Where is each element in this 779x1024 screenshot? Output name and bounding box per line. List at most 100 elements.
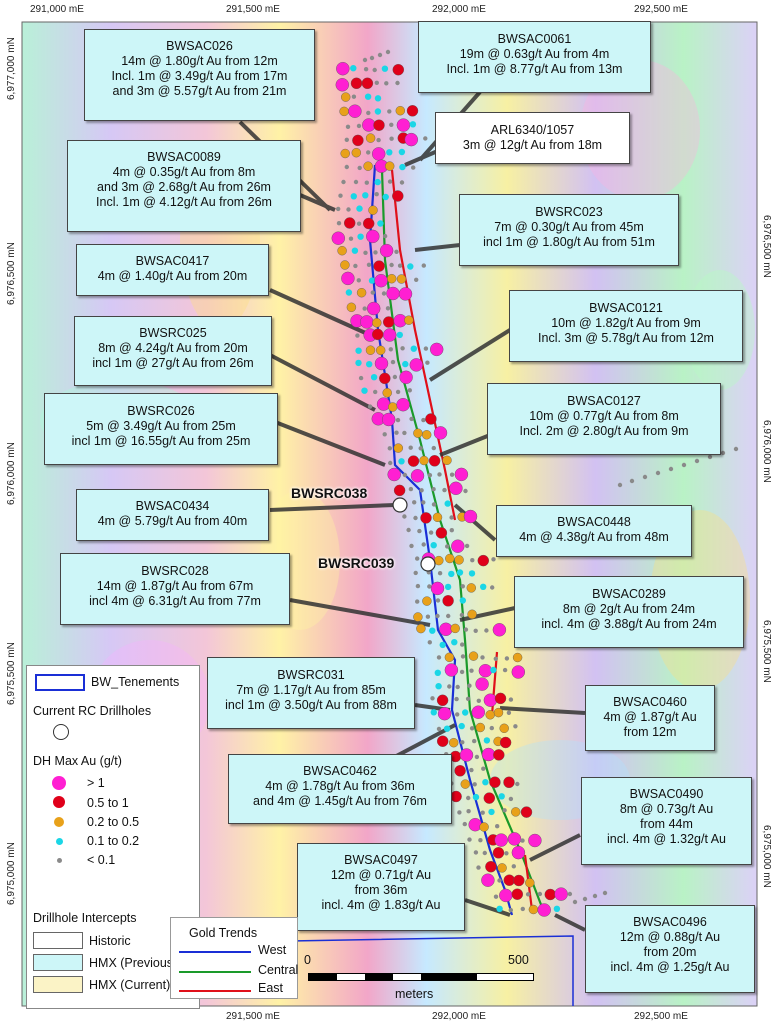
drillhole-dot — [366, 361, 373, 368]
drillhole-dot — [495, 824, 500, 829]
drillhole-dot — [398, 458, 405, 465]
drillhole-dot — [481, 766, 486, 771]
drillhole-dot — [353, 263, 358, 269]
drillhole-dot — [427, 584, 432, 589]
drillhole-dot — [480, 655, 485, 660]
drillhole-dot — [544, 888, 556, 901]
drillhole-dot — [504, 656, 510, 661]
drillhole-dot — [389, 136, 394, 141]
drillhole-dot — [386, 149, 393, 156]
drillhole-dot — [444, 652, 455, 662]
callout-bwsac0496: BWSAC0496 12m @ 0.88g/t Au from 20m incl… — [585, 905, 755, 993]
drillhole-dot — [396, 331, 403, 339]
drillhole-dot — [365, 133, 376, 143]
callout-bwsac0448: BWSAC0448 4m @ 4.38g/t Au from 48m — [496, 505, 692, 557]
legend-current-rc-title: Current RC Drillholes — [33, 704, 152, 718]
drillhole-dot — [466, 809, 471, 814]
drillhole-dot — [511, 807, 521, 817]
drillhole-dot — [379, 243, 394, 258]
drillhole-dot — [447, 684, 452, 689]
drillhole-dot — [363, 161, 373, 171]
drillhole-dot — [356, 123, 362, 129]
legend-dot-lt01 — [57, 858, 62, 863]
drillhole-dot — [467, 837, 472, 842]
drillhole-dot — [399, 370, 413, 384]
legend-label-lt01: < 0.1 — [87, 853, 116, 867]
drillhole-dot — [415, 583, 421, 589]
drillhole-dot — [442, 595, 454, 607]
drillhole-dot — [528, 904, 539, 915]
drillhole-dot — [508, 796, 514, 802]
callout-bwsrc026: BWSRC026 5m @ 3.49g/t Au from 25m incl 1… — [44, 393, 278, 465]
drillhole-dot — [491, 557, 496, 562]
drillhole-dot — [494, 692, 507, 705]
drillhole-dot — [374, 274, 388, 288]
drillhole-dot — [419, 455, 429, 466]
drillhole-dot — [464, 543, 470, 549]
drillhole-dot — [358, 375, 364, 381]
drillhole-dot — [480, 810, 485, 815]
drillhole-dot — [469, 668, 474, 673]
drillhole-dot — [454, 467, 469, 482]
outlier-holes — [362, 49, 739, 905]
drillhole-dot — [437, 472, 442, 477]
tick-bottom-3: 292,500 mE — [634, 1011, 688, 1022]
tick-top-3: 292,000 mE — [432, 4, 486, 15]
drillhole-dot — [435, 598, 441, 603]
drillhole-dot — [386, 286, 400, 301]
drillhole-dot — [362, 192, 369, 199]
drillhole-dot — [433, 426, 448, 440]
tick-left-3: 6,976,000 mN — [6, 442, 17, 505]
drillhole-dot — [335, 78, 349, 92]
drillhole-dot — [444, 663, 459, 677]
drillhole-dot — [341, 179, 346, 185]
gold-trends-legend: Gold Trends West Central East — [170, 917, 298, 999]
drillhole-dot — [385, 161, 395, 171]
drillhole-dot — [415, 556, 420, 561]
trend-east-label: East — [258, 981, 284, 995]
drillhole-dot — [352, 134, 364, 147]
drillhole-dot — [361, 387, 368, 394]
drillhole-dot — [528, 833, 542, 848]
drillhole-dot — [392, 63, 404, 76]
drillhole-dot — [356, 221, 362, 226]
drillhole-dot — [374, 108, 382, 115]
drillhole-dot — [468, 818, 482, 832]
legend-dot-05to1 — [53, 796, 65, 808]
drillhole-dot — [374, 95, 382, 102]
drillhole-dot — [381, 291, 387, 296]
drillhole-dot — [421, 500, 426, 505]
drillhole-dot — [395, 80, 400, 86]
drillhole-dot — [413, 515, 418, 521]
drillhole-dot — [345, 289, 353, 296]
drillhole-dot — [357, 233, 364, 240]
drillhole-dot — [363, 67, 369, 72]
drillhole-dot — [454, 555, 464, 565]
drillhole-dot — [493, 656, 498, 661]
drillhole-dot — [402, 360, 409, 368]
drillhole-dot — [417, 528, 422, 534]
drillhole-dot — [437, 571, 443, 576]
rc039-hole — [420, 556, 436, 572]
drillhole-dot — [387, 179, 393, 184]
legend-swatch-current — [33, 976, 83, 993]
drillhole-dot — [393, 484, 406, 497]
drillhole-dot — [467, 609, 477, 619]
drillhole-dot — [355, 333, 360, 338]
gold-trend-central — [380, 169, 547, 916]
drillhole-dot — [402, 514, 407, 519]
drillhole-dot — [421, 417, 426, 423]
drillhole-dot — [449, 481, 463, 495]
scale-start-label: 0 — [304, 953, 311, 967]
drillhole-dot — [430, 696, 435, 701]
drillhole-dot — [351, 247, 359, 254]
drillhole-dot — [385, 306, 391, 311]
drillhole-dot — [387, 467, 401, 482]
drillhole-dot — [397, 263, 403, 268]
drillhole-dot — [396, 274, 407, 284]
rc038-hole — [392, 497, 408, 513]
drillhole-dot — [437, 707, 452, 721]
drillhole-dot — [366, 150, 371, 155]
drillhole-dot — [445, 544, 450, 549]
drillhole-dot — [372, 147, 386, 161]
